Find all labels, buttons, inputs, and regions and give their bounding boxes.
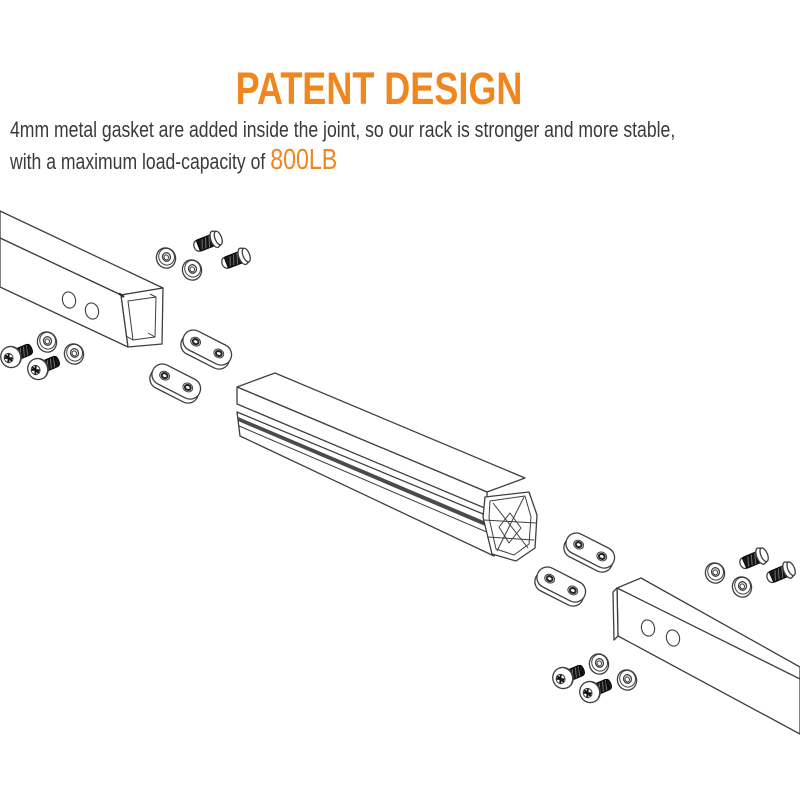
washer (60, 340, 88, 368)
washer (613, 666, 641, 694)
tube-hole (665, 629, 681, 647)
tube-end-face (120, 287, 164, 348)
button-head-screw (218, 245, 254, 273)
tube-hole (84, 302, 100, 320)
gasket-plate (145, 359, 206, 408)
tube-hole (61, 291, 77, 309)
tube-hole (640, 619, 656, 637)
description-line1: 4mm metal gasket are added inside the jo… (10, 117, 676, 142)
gasket-plate (559, 528, 620, 577)
square-tube-lower-right (612, 577, 800, 735)
description-text: 4mm metal gasket are added inside the jo… (10, 114, 762, 177)
button-head-screw (575, 672, 616, 707)
load-capacity-value: 800LB (270, 144, 338, 176)
t-slot-rail-center (236, 372, 538, 562)
rail-end-profile (482, 491, 538, 562)
rail-slot-groove (238, 417, 498, 531)
button-head-screw (736, 544, 772, 574)
washer (728, 573, 756, 601)
tube-end-sliver (612, 587, 619, 641)
gasket-plate (530, 562, 591, 611)
button-head-screw (190, 228, 226, 256)
button-head-screw (763, 558, 799, 588)
gasket-plate (176, 325, 237, 374)
washer (33, 328, 61, 356)
washer (585, 650, 613, 678)
washer (701, 559, 729, 587)
square-tube-upper-left (0, 210, 164, 348)
washer (178, 256, 206, 284)
washer (152, 244, 180, 272)
page-title: PATENT DESIGN (235, 63, 523, 114)
description-line2-prefix: with a maximum load-capacity of (10, 149, 271, 174)
